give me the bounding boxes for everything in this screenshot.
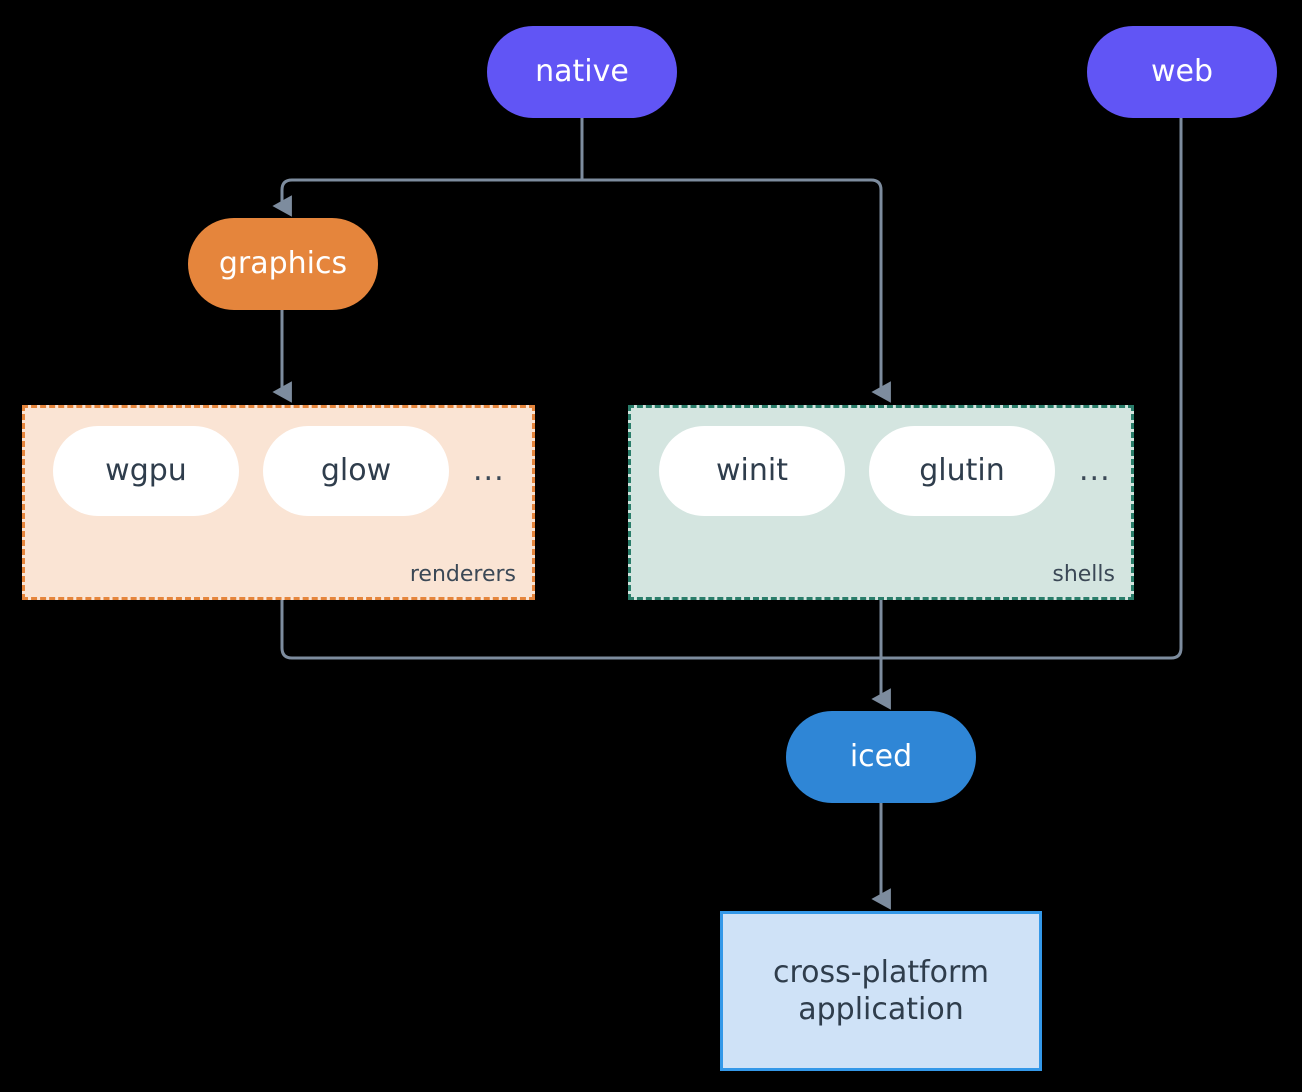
node-web[interactable]: web [1087, 26, 1277, 118]
chip-wgpu[interactable]: wgpu [53, 425, 239, 516]
group-shells: winit glutin ... shells [628, 405, 1134, 600]
renderers-overflow-ellipsis: ... [473, 452, 505, 488]
edge-renderers-iced [280, 598, 883, 660]
edge-native-shells [580, 178, 891, 403]
edge-native-graphics [272, 178, 584, 217]
chip-glow[interactable]: glow [263, 425, 449, 516]
application-label-line-2: application [798, 992, 964, 1027]
chip-winit[interactable]: winit [659, 425, 845, 516]
group-renderers: wgpu glow ... renderers [22, 405, 535, 600]
group-renderers-label: renderers [409, 562, 516, 587]
node-iced[interactable]: iced [786, 711, 976, 803]
group-shells-label: shells [1052, 562, 1115, 587]
node-graphics[interactable]: graphics [188, 218, 378, 310]
chip-glutin[interactable]: glutin [869, 425, 1055, 516]
group-shells-items: winit glutin ... [631, 408, 1131, 533]
application-label-line-1: cross-platform [772, 954, 990, 990]
group-renderers-items: wgpu glow ... [25, 408, 532, 533]
shells-overflow-ellipsis: ... [1079, 452, 1111, 488]
node-native[interactable]: native [487, 26, 677, 118]
node-cross-platform-application[interactable]: cross-platform application [720, 911, 1042, 1071]
